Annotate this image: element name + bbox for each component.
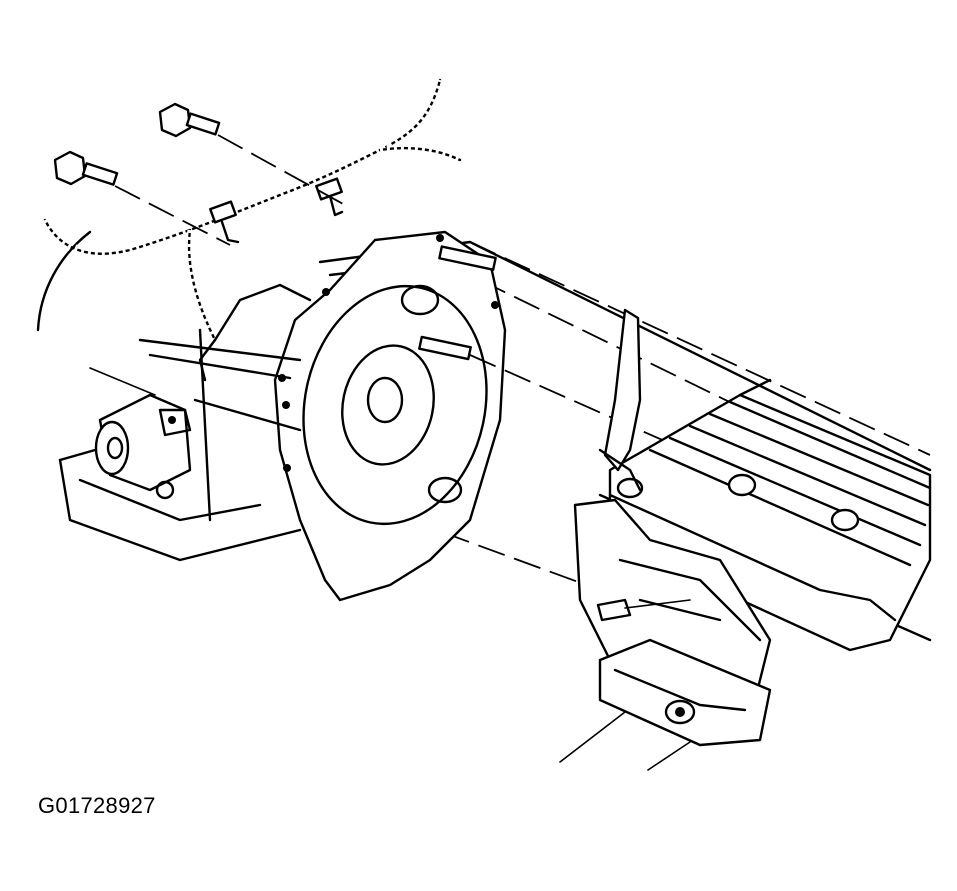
torque-converter-inner [341, 344, 435, 466]
starter-motor [94, 393, 192, 500]
figure-code-label: G01728927 [38, 793, 156, 818]
leader-line-left [89, 367, 156, 396]
bolt-upper [158, 102, 346, 206]
converter-hub [366, 376, 404, 424]
leader-line-bottom-2 [647, 741, 691, 771]
leader-line-bottom-1 [559, 711, 626, 763]
detail-arc [36, 230, 92, 332]
wiring-harness [40, 78, 463, 382]
transmission-pan [608, 378, 932, 652]
bolt-lower [53, 150, 231, 246]
shift-lever [598, 308, 642, 492]
bell-housing [273, 230, 507, 602]
transmission-mount [573, 498, 772, 747]
torque-converter-outer [302, 284, 488, 526]
